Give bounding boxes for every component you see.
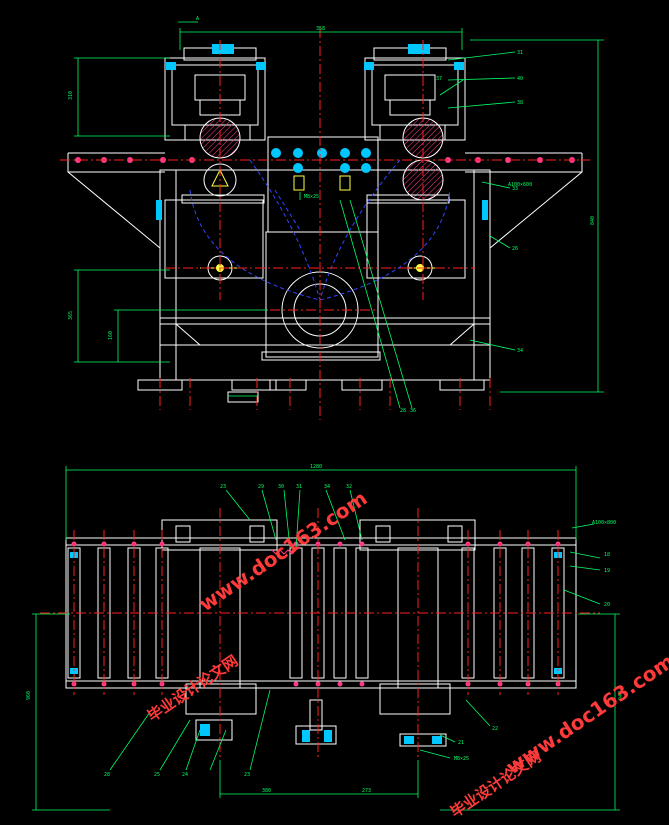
plan-balloon-right-4: 22	[492, 726, 498, 732]
left-wing	[67, 152, 165, 249]
plan-balloon-bottom-4: 23	[244, 772, 250, 778]
leader-label-1: 31	[517, 50, 523, 56]
plan-balloon-top-3: 30	[278, 484, 284, 490]
plan-balloon-right-3: 20	[604, 602, 610, 608]
plan-balloon-bottom-3: 24	[182, 772, 188, 778]
plan-balloon-top-5: 34	[324, 484, 330, 490]
plan-dimension-lines	[32, 466, 620, 811]
dim-left-height: 960	[26, 691, 32, 700]
leader-label-7: 37	[436, 76, 442, 82]
leader-label-4: 33	[512, 186, 518, 192]
main-frame	[159, 169, 491, 381]
dim-bottom-right: 273	[362, 788, 371, 794]
leader-label-2: 40	[517, 76, 523, 82]
plan-balloon-top-1: 23	[220, 484, 226, 490]
plan-view: 1280 960 940 380 273 23 29 30 31 34 32 1…	[26, 464, 624, 811]
dim-left-upper: 310	[68, 91, 74, 100]
center-block	[267, 136, 379, 233]
bottom-balloon-1: 28	[400, 408, 406, 414]
plan-bolts	[71, 541, 561, 687]
plan-balloon-top-2: 29	[258, 484, 264, 490]
right-wing	[465, 152, 583, 249]
plan-dimension-labels: 1280 960 940 380 273 23 29 30 31 34 32 1…	[26, 464, 624, 794]
dim-overall-length: 1280	[310, 464, 322, 470]
right-lower-gearbox	[366, 194, 466, 281]
note-1: A100×600	[508, 182, 532, 188]
plan-balloon-bottom-2: 25	[154, 772, 160, 778]
centerlines	[60, 28, 590, 420]
hidden-lines	[189, 159, 451, 301]
watermarks: www.doc163.com 毕业设计论文网 www.doc163.com 毕业…	[144, 486, 669, 821]
dimension-lines-top	[74, 21, 604, 409]
leader-label-5: 26	[512, 246, 518, 252]
plan-note-2: M8×25	[454, 756, 469, 762]
plan-balloon-top-6: 32	[346, 484, 352, 490]
plan-balloon-right-2: 19	[604, 568, 610, 574]
left-lower-gearbox	[164, 194, 265, 281]
dim-left-inner: 160	[108, 331, 114, 340]
dim-right-height: 840	[590, 216, 596, 225]
leader-label-3: 38	[517, 100, 523, 106]
leader-label-6: 34	[517, 348, 523, 354]
plan-balloon-right-5: 21	[458, 740, 464, 746]
plan-balloon-right-1: 18	[604, 552, 610, 558]
bottom-balloon-2: 36	[410, 408, 416, 414]
plan-bottom-flanges	[195, 699, 447, 747]
dim-bottom-left: 380	[262, 788, 271, 794]
dim-top-width: 358	[316, 26, 325, 32]
dim-right-height: 940	[618, 691, 624, 700]
dim-left-lower: 365	[68, 311, 74, 320]
plan-balloon-top-4: 31	[296, 484, 302, 490]
note-2: M8×25	[304, 194, 319, 200]
plan-note-1: A100×800	[592, 520, 616, 526]
dimension-labels-top: 358 A 310 365 160 840 31 40 38 33 26 34 …	[68, 16, 596, 414]
right-top-housing	[364, 44, 466, 141]
plan-balloon-bottom-1: 28	[104, 772, 110, 778]
center-drum	[261, 231, 381, 361]
front-elevation-view: 358 A 310 365 160 840 31 40 38 33 26 34 …	[60, 16, 604, 420]
spring-detail	[271, 549, 297, 555]
watermark-url-left: www.doc163.com	[194, 486, 371, 616]
upper-rollers	[199, 117, 444, 201]
section-mark: A	[196, 16, 199, 22]
plan-centerlines	[40, 508, 600, 760]
